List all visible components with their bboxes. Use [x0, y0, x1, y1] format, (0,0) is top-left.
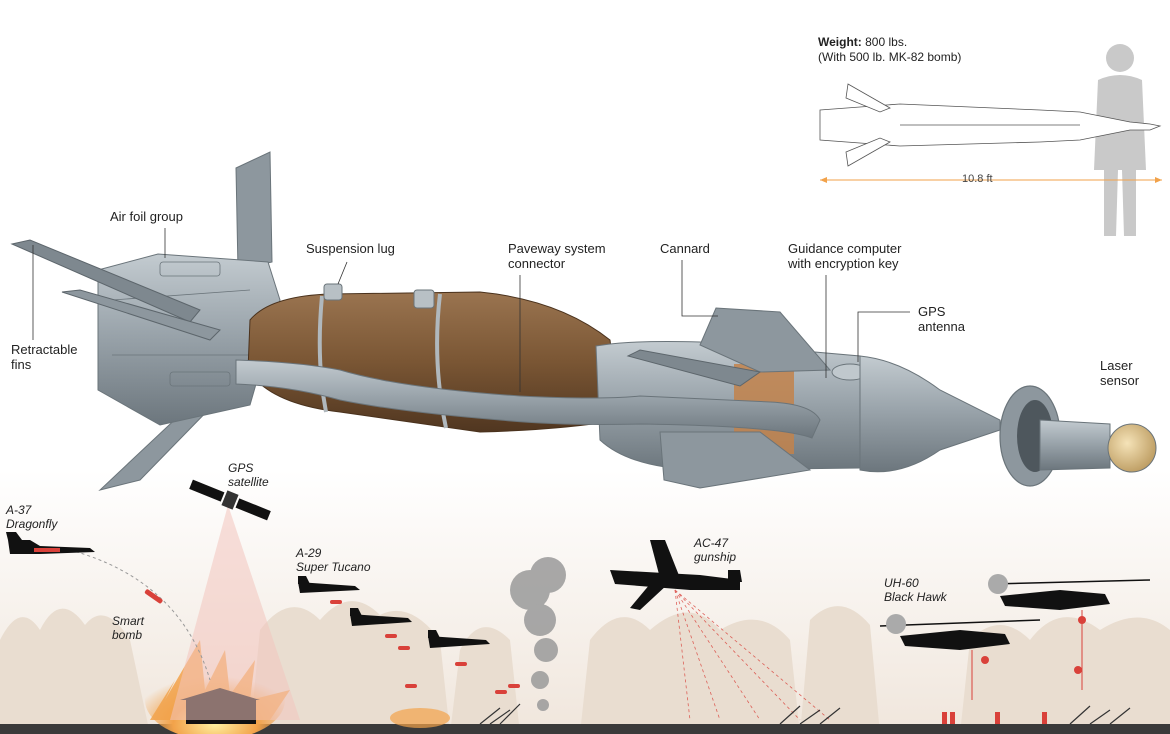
upper-fin	[235, 151, 273, 271]
label-a37: A-37 Dragonfly	[6, 503, 58, 531]
ac47-gunship-icon	[610, 540, 742, 610]
person-silhouette	[1094, 44, 1146, 236]
retractable-fin	[10, 239, 201, 323]
tree-line	[0, 601, 1170, 734]
canard-lower	[659, 431, 812, 489]
length-dimension: 10.8 ft	[962, 173, 993, 185]
label-laser-sensor: Laser sensor	[1100, 358, 1140, 388]
a37-aircraft-icon	[6, 532, 95, 554]
label-cannard: Cannard	[660, 241, 710, 256]
falling-bombs	[330, 600, 520, 694]
smoke-column	[510, 557, 566, 711]
paveway-connector	[235, 359, 821, 439]
smart-bomb-icon	[144, 589, 163, 604]
laser-sensor-icon	[1107, 423, 1157, 473]
label-gps-antenna: GPS antenna	[918, 304, 965, 334]
label-ac47: AC-47 gunship	[694, 536, 737, 564]
label-air-foil-group: Air foil group	[110, 209, 183, 224]
gunfire-lines	[674, 589, 831, 721]
label-guidance-computer: Guidance computer with encryption key	[788, 241, 902, 271]
gps-beam	[170, 505, 300, 720]
label-a29: A-29 Super Tucano	[296, 546, 371, 574]
bomb-illustration	[10, 151, 1157, 491]
bomb-outline-small	[819, 83, 1162, 167]
battlefield-scene	[0, 470, 1170, 734]
label-suspension-lug: Suspension lug	[306, 241, 395, 256]
label-retractable-fins: Retractable fins	[11, 342, 78, 372]
weight-spec: Weight: 800 lbs. (With 500 lb. MK-82 bom…	[818, 35, 962, 64]
suspension-lug-icon	[323, 283, 435, 309]
gps-satellite-icon	[189, 479, 271, 521]
wreckage	[479, 703, 1131, 725]
uh60-helicopter-icons	[879, 574, 1151, 650]
leader-lines	[32, 228, 910, 392]
label-uh60: UH-60 Black Hawk	[884, 576, 947, 604]
scale-drawing	[819, 44, 1162, 236]
rappelling-troops	[942, 610, 1086, 724]
a29-aircraft-icons	[298, 576, 490, 648]
label-smart-bomb: Smart bomb	[112, 614, 145, 642]
canard-upper	[699, 307, 832, 373]
label-gps-satellite: GPS satellite	[228, 461, 269, 489]
label-paveway: Paveway system connector	[508, 241, 606, 271]
nose-cone	[859, 355, 1001, 473]
